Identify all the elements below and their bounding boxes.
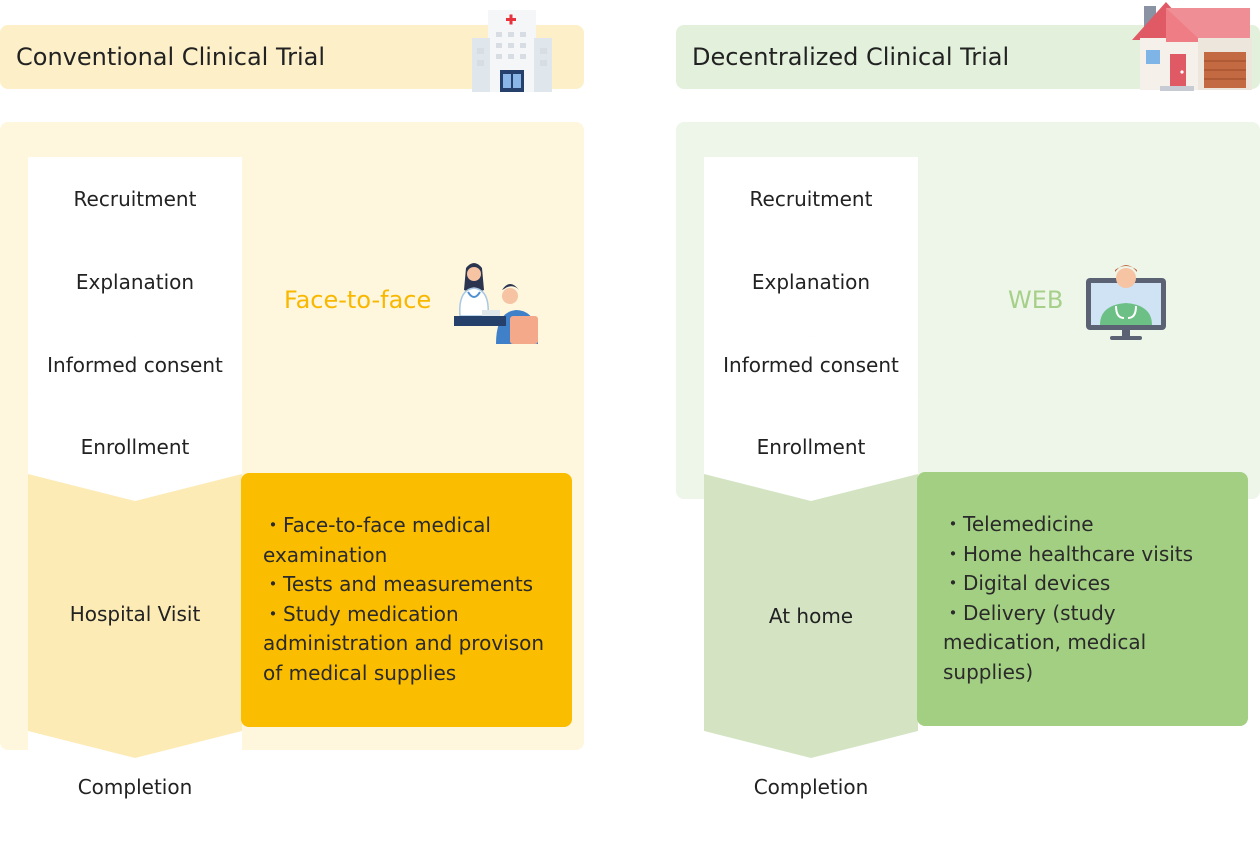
house-icon xyxy=(1130,0,1254,92)
telemedicine-monitor-icon xyxy=(1084,260,1168,342)
doctor-patient-icon xyxy=(452,258,542,344)
decentralized-detail-item: ・Digital devices xyxy=(943,571,1111,595)
conventional-step-hospital-visit: Hospital Visit xyxy=(69,602,201,626)
conventional-title: Conventional Clinical Trial xyxy=(16,43,326,71)
decentralized-detail-item: ・Home healthcare visits xyxy=(943,541,1194,566)
conventional-detail-item: ・Tests and measurements xyxy=(263,572,534,596)
conventional-step-completion: Completion xyxy=(28,731,242,839)
conventional-detail-item: ・Study medication administration and pro… xyxy=(263,601,545,685)
conventional-visit-band xyxy=(28,473,242,759)
decentralized-details-box: ・Telemedicine ・Home healthcare visits ・D… xyxy=(917,472,1248,726)
decentralized-visit-band xyxy=(704,473,918,759)
conventional-detail-item: ・Face-to-face medical examination xyxy=(263,513,491,567)
decentralized-title: Decentralized Clinical Trial xyxy=(692,43,1010,71)
decentralized-step-at-home: At home xyxy=(768,604,854,628)
decentralized-detail-item: ・Delivery (study medication, medical sup… xyxy=(943,600,1147,684)
hospital-icon xyxy=(466,8,558,92)
decentralized-detail-item: ・Telemedicine xyxy=(943,512,1094,536)
conventional-details-box: ・Face-to-face medical examination ・Tests… xyxy=(241,473,572,727)
decentralized-channel-label: WEB xyxy=(1008,286,1064,314)
conventional-channel-label: Face-to-face xyxy=(284,286,432,314)
